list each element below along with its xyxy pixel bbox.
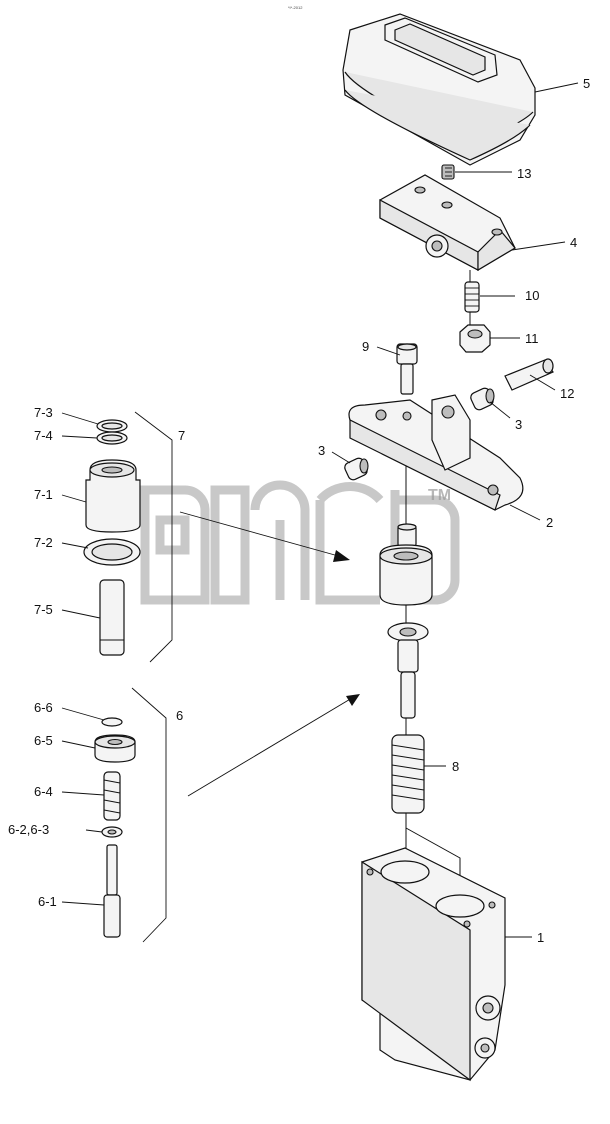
label-9: 9 bbox=[362, 339, 369, 354]
part-6-5 bbox=[94, 734, 136, 763]
leader-7-5 bbox=[61, 609, 101, 619]
leader-6-1 bbox=[61, 901, 105, 906]
part-7-1 bbox=[85, 459, 141, 533]
label-1: 1 bbox=[537, 930, 544, 945]
arrow-group-6 bbox=[187, 694, 360, 797]
leader-9 bbox=[376, 346, 401, 356]
label-3a: 3 bbox=[515, 417, 522, 432]
part-6-2-6-3 bbox=[101, 826, 123, 838]
label-2: 2 bbox=[546, 515, 553, 530]
group-6-bracket bbox=[131, 687, 167, 943]
part-9-bolt bbox=[396, 343, 418, 395]
label-8: 8 bbox=[452, 759, 459, 774]
label-6-5: 6-5 bbox=[34, 733, 53, 748]
label-4: 4 bbox=[570, 235, 577, 250]
leader-7-1 bbox=[61, 494, 87, 503]
group-7-bracket bbox=[134, 411, 173, 663]
watermark-tm: TM bbox=[428, 487, 451, 504]
part-13-set-screw bbox=[441, 164, 455, 180]
label-7-1: 7-1 bbox=[34, 487, 53, 502]
leader-6-6 bbox=[61, 707, 105, 721]
part-6-6 bbox=[101, 717, 123, 727]
label-10: 10 bbox=[525, 288, 539, 303]
part-7-4 bbox=[96, 431, 128, 445]
part-4-plate bbox=[379, 174, 516, 272]
part-12-pin bbox=[504, 358, 554, 391]
leader-7-3 bbox=[61, 412, 99, 425]
leader-4 bbox=[511, 241, 566, 251]
part-11-nut bbox=[459, 324, 491, 353]
label-6-2-6-3: 6-2,6-3 bbox=[8, 822, 49, 837]
label-7-3: 7-3 bbox=[34, 405, 53, 420]
header-text: *I*-2012 bbox=[288, 5, 303, 10]
label-7: 7 bbox=[178, 428, 185, 443]
part-8-spring bbox=[391, 734, 425, 814]
label-7-5: 7-5 bbox=[34, 602, 53, 617]
label-13: 13 bbox=[517, 166, 531, 181]
retainer-part bbox=[387, 622, 429, 719]
label-7-2: 7-2 bbox=[34, 535, 53, 550]
label-6-6: 6-6 bbox=[34, 700, 53, 715]
label-6-1: 6-1 bbox=[38, 894, 57, 909]
leader-3b bbox=[331, 451, 351, 464]
leader-3a bbox=[489, 401, 511, 419]
part-7-3 bbox=[96, 419, 128, 433]
label-12: 12 bbox=[560, 386, 574, 401]
label-7-4: 7-4 bbox=[34, 428, 53, 443]
leader-5 bbox=[534, 82, 579, 93]
label-6-4: 6-4 bbox=[34, 784, 53, 799]
label-3b: 3 bbox=[318, 443, 325, 458]
part-3-bushing-a bbox=[470, 387, 495, 411]
part-10-stud bbox=[464, 281, 480, 313]
part-6-4 bbox=[103, 771, 121, 821]
leader-12 bbox=[529, 374, 556, 391]
plunger-assembly bbox=[379, 523, 433, 606]
label-5: 5 bbox=[583, 76, 590, 91]
leader-6-4 bbox=[61, 791, 105, 796]
part-3-bushing-b bbox=[344, 457, 369, 481]
part-2-base bbox=[348, 394, 524, 511]
leader-6-23 bbox=[85, 829, 103, 833]
watermark-logo: TM bbox=[140, 480, 460, 605]
part-7-2 bbox=[83, 538, 141, 566]
leader-7-2 bbox=[61, 542, 89, 549]
part-5-boot bbox=[342, 13, 536, 166]
leader-6-5 bbox=[61, 740, 96, 749]
part-7-5 bbox=[99, 579, 125, 656]
label-6: 6 bbox=[176, 708, 183, 723]
arrow-group-7 bbox=[179, 511, 350, 562]
label-11: 11 bbox=[525, 331, 539, 346]
leader-2 bbox=[509, 504, 541, 521]
part-1-valve-body bbox=[361, 847, 506, 1082]
part-6-1 bbox=[103, 844, 121, 938]
leader-7-4 bbox=[61, 435, 98, 439]
